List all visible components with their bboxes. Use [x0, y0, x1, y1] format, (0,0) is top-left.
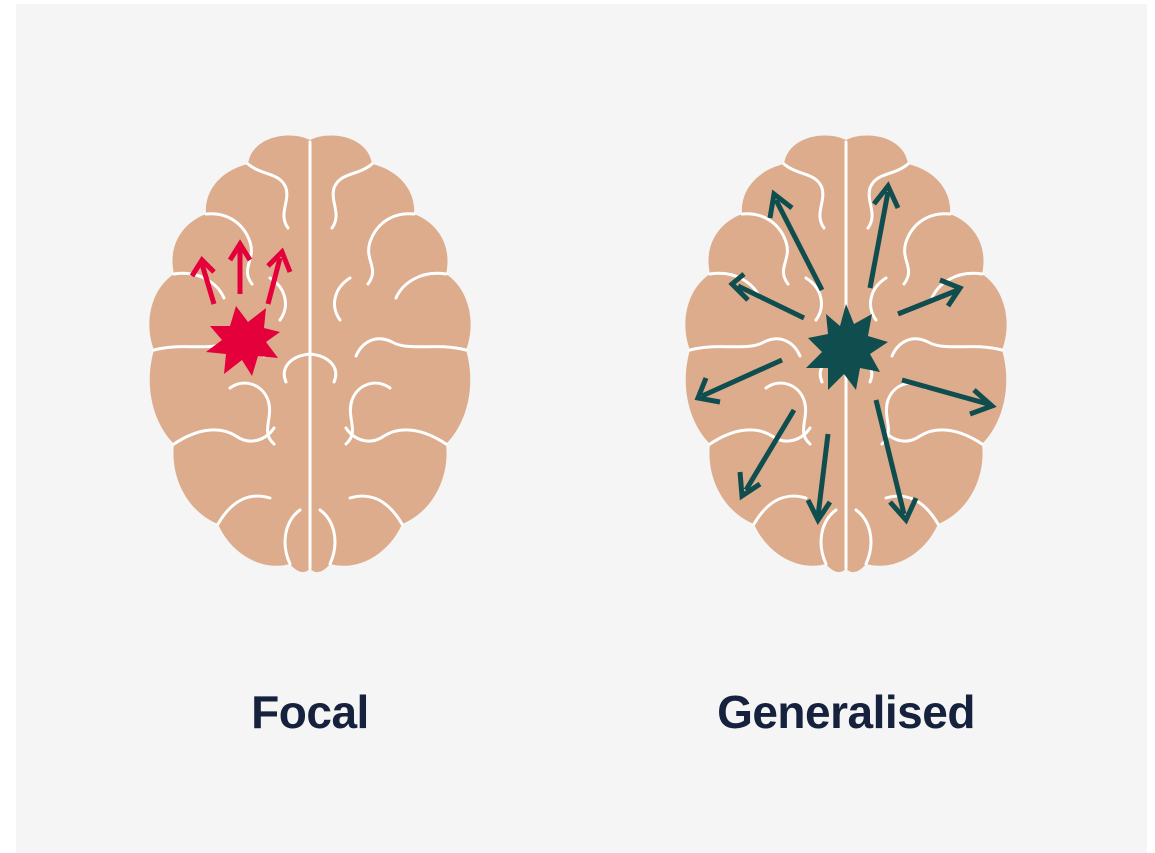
focal-brain-svg	[140, 128, 480, 578]
generalised-brain-svg	[676, 128, 1016, 578]
generalised-brain-diagram	[676, 128, 1016, 578]
focal-brain-diagram	[140, 128, 480, 578]
focal-label: Focal	[140, 684, 480, 740]
generalised-label: Generalised	[676, 684, 1016, 740]
brain-icon	[149, 135, 470, 572]
